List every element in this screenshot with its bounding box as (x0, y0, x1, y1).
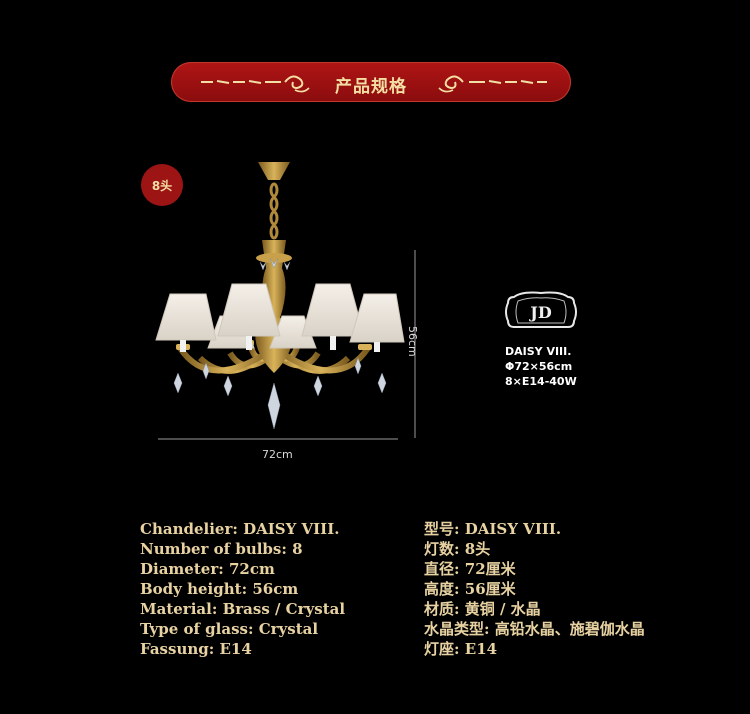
spec-line: Fassung: E14 (140, 640, 252, 658)
specs-chinese: 型号: DAISY VIII. 灯数: 8头 直径: 72厘米 高度: 56厘米… (424, 519, 645, 659)
spec-line: 高度: 56厘米 (424, 580, 516, 598)
model-info: DAISY VIII. Φ72×56cm 8×E14-40W (505, 344, 577, 389)
spec-line: 水晶类型: 高铅水晶、施碧伽水晶 (424, 620, 645, 638)
right-ornament-icon (438, 75, 547, 93)
spec-line: 直径: 72厘米 (424, 560, 516, 578)
spec-line: Diameter: 72cm (140, 560, 275, 578)
banner-title: 产品规格 (335, 77, 407, 97)
spec-line: Type of glass: Crystal (140, 620, 319, 638)
left-ornament-icon (201, 75, 310, 93)
spec-line: Body height: 56cm (140, 580, 299, 598)
chandelier-image (155, 162, 405, 430)
spec-line: 灯数: 8头 (424, 540, 491, 558)
spec-line: 型号: DAISY VIII. (424, 520, 562, 538)
model-bulbs: 8×E14-40W (505, 375, 577, 388)
model-size: Φ72×56cm (505, 360, 573, 373)
svg-text:JD: JD (528, 303, 552, 322)
section-title-banner: 产品规格 (171, 62, 571, 102)
width-dimension-label: 72cm (262, 448, 293, 461)
height-dimension-label: 56cm (406, 326, 419, 357)
model-name: DAISY VIII. (505, 345, 572, 358)
spec-line: Number of bulbs: 8 (140, 540, 303, 558)
spec-line: 灯座: E14 (424, 640, 498, 658)
specs-english: Chandelier: DAISY VIII. Number of bulbs:… (140, 519, 345, 659)
spec-line: 材质: 黄铜 / 水晶 (424, 600, 541, 618)
brand-logo: JD (505, 291, 577, 328)
bulb-count-badge: 8头 (141, 164, 183, 206)
spec-line: Chandelier: DAISY VIII. (140, 520, 340, 538)
spec-line: Material: Brass / Crystal (140, 600, 346, 618)
